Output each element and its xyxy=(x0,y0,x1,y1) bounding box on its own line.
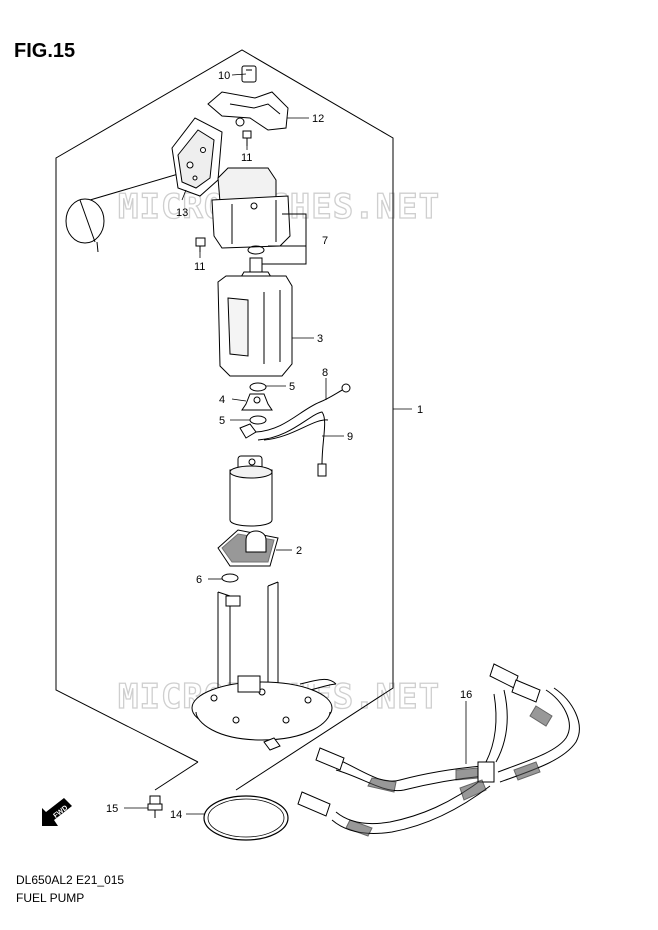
figure-title: FIG.15 xyxy=(14,40,76,62)
lead-wire xyxy=(255,383,351,477)
fuel-pump-bracket xyxy=(191,581,337,751)
forward-arrow-icon: FWD xyxy=(42,798,72,826)
fuel-filter xyxy=(217,529,279,567)
mounting-bolt xyxy=(147,795,163,818)
diagram-subtitle: FUEL PUMP xyxy=(16,891,85,905)
o-ring-upper xyxy=(249,382,267,392)
hose-protector-shading xyxy=(345,705,553,837)
fuel-pump-gasket-inner xyxy=(207,798,285,838)
assembly-outline xyxy=(55,49,394,791)
callout-bracket-7 xyxy=(262,213,307,265)
fuel-pump-motor xyxy=(229,455,273,527)
fuel-level-gauge xyxy=(171,117,223,197)
fuel-hose-assembly xyxy=(297,663,580,834)
callout-4: 4 xyxy=(219,394,225,406)
callout-13: 13 xyxy=(176,207,188,219)
callout-5-upper: 5 xyxy=(289,381,295,393)
fuel-pump-gasket xyxy=(203,795,289,841)
callout-3: 3 xyxy=(317,333,323,345)
check-valve xyxy=(241,393,273,411)
fuel-pump-case xyxy=(217,257,293,377)
fuel-level-float xyxy=(65,171,186,253)
callout-6: 6 xyxy=(196,574,202,586)
upper-bracket xyxy=(207,91,289,131)
callout-1: 1 xyxy=(417,404,423,416)
o-ring-lower xyxy=(249,415,267,425)
callout-11-upper: 11 xyxy=(241,152,252,164)
callout-14: 14 xyxy=(170,809,182,821)
bolt-guide-line xyxy=(154,761,199,791)
o-ring-regulator xyxy=(247,245,265,255)
callout-11-lower: 11 xyxy=(194,261,205,273)
callout-16: 16 xyxy=(460,689,472,701)
leader-lines xyxy=(124,73,467,815)
screw-upper xyxy=(242,130,252,146)
callout-9: 9 xyxy=(347,431,353,443)
callout-15: 15 xyxy=(106,803,118,815)
diagram-code: DL650AL2 E21_015 xyxy=(16,873,125,887)
callout-2: 2 xyxy=(296,545,302,557)
regulator-housing xyxy=(211,167,291,249)
callout-10: 10 xyxy=(218,70,230,82)
pump-cushion xyxy=(221,573,239,583)
callout-5-lower: 5 xyxy=(219,415,225,427)
screw-lower xyxy=(195,237,206,252)
connector-stub xyxy=(239,423,257,439)
callout-8: 8 xyxy=(322,367,328,379)
callout-12: 12 xyxy=(312,113,324,125)
callout-7: 7 xyxy=(322,235,328,247)
